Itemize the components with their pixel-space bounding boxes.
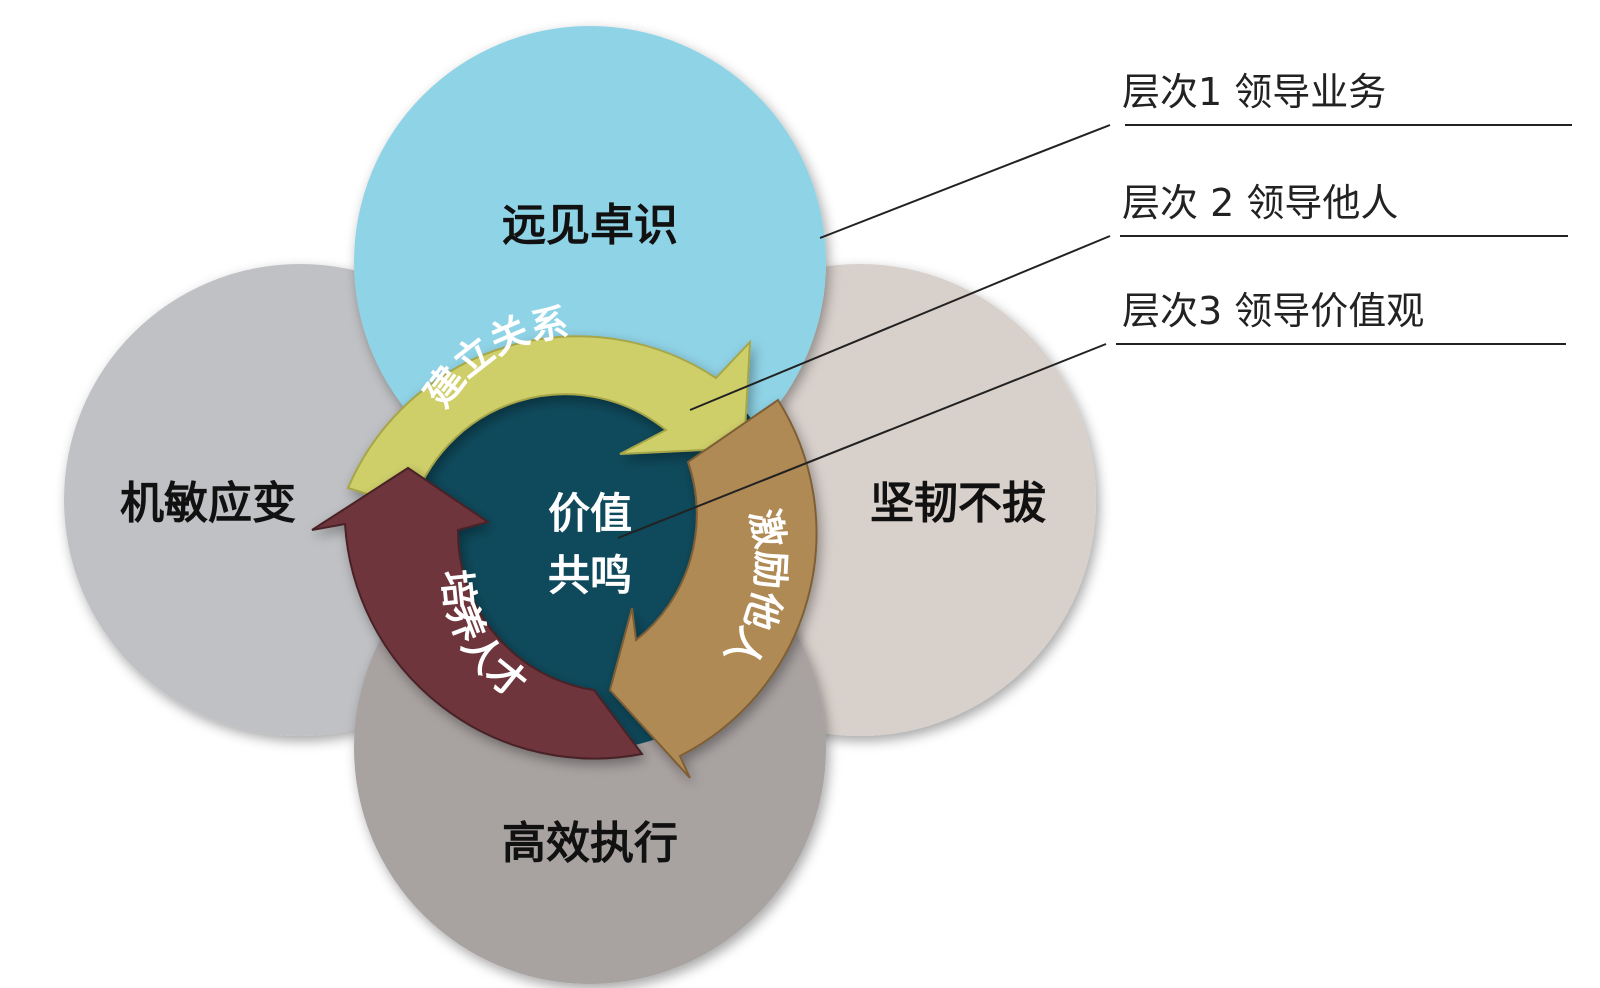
petal-left-label: 机敏应变 <box>120 478 296 529</box>
petal-right-label: 坚韧不拔 <box>870 478 1046 529</box>
core-label-line1: 价值 <box>548 489 632 538</box>
level-1-label: 层次1 领导业务 <box>1122 70 1386 114</box>
level-3-leader-line <box>617 343 1107 539</box>
cycle-arrow-left <box>311 466 644 760</box>
petal-top-label: 远见卓识 <box>502 200 678 251</box>
cycle-arrow-top <box>346 335 752 510</box>
level-2-leader-line <box>689 235 1111 411</box>
core-label-line2: 共鸣 <box>548 551 632 600</box>
petal-bottom-label: 高效执行 <box>502 818 678 869</box>
cycle-arrow-right <box>608 398 818 779</box>
level-1-leader-line <box>819 124 1111 239</box>
level-3-label: 层次3 领导价值观 <box>1122 289 1424 333</box>
level-2-label: 层次 2 领导他人 <box>1122 181 1398 225</box>
